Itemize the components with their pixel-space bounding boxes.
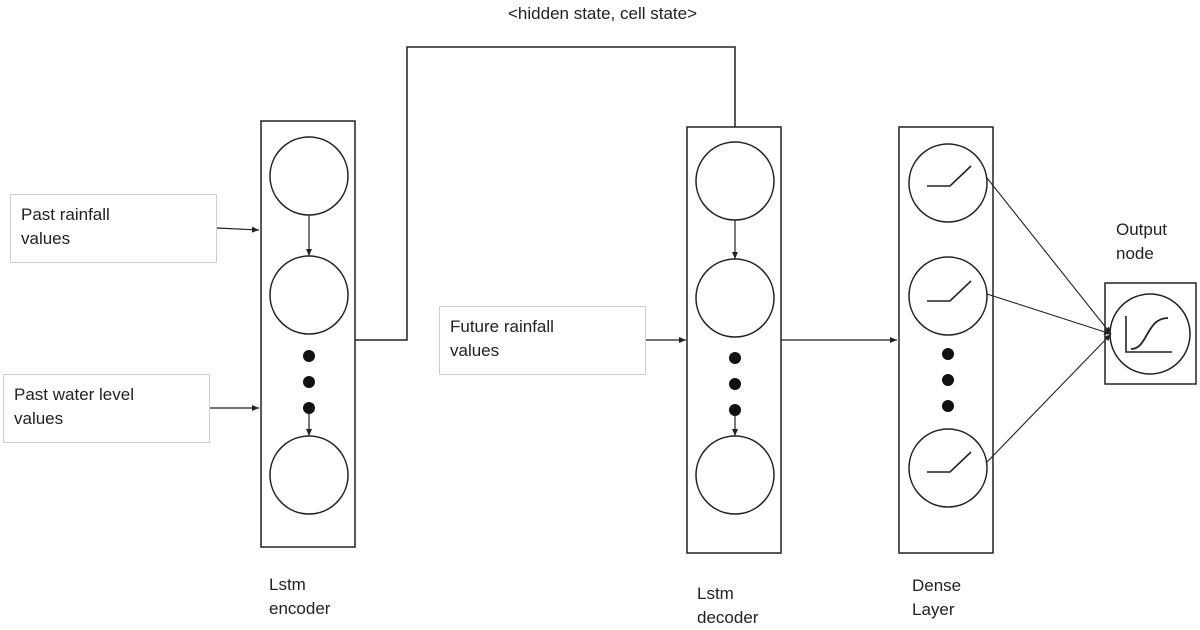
decoder-ellipsis-dot (729, 352, 741, 364)
decoder-ellipsis-dot (729, 378, 741, 390)
dense-neuron-2 (908, 256, 988, 336)
output-label: Output node (1116, 220, 1168, 263)
dense-neuron-1 (908, 143, 988, 223)
encoder-ellipsis-dot (303, 350, 315, 362)
decoder-cell-1 (695, 141, 775, 221)
dense-neuron-last (908, 428, 988, 508)
encoder-label: Lstm encoder (269, 575, 331, 618)
dense-to-output-arrow (986, 177, 1112, 335)
past-rainfall-box: Past rainfall values (10, 194, 217, 263)
dense-ellipsis-dot (942, 374, 954, 386)
past-rainfall-arrow (216, 226, 260, 233)
dense-to-output-arrow (986, 293, 1112, 335)
decoder-ellipsis-dot (729, 404, 741, 416)
sigmoid-icon (1130, 317, 1169, 350)
relu-icon (927, 451, 972, 473)
relu-icon (927, 165, 972, 187)
encoder-cell-2 (269, 255, 349, 335)
encoder-cell-last (269, 435, 349, 515)
encoder-ellipsis-dot (303, 402, 315, 414)
future-rainfall-box: Future rainfall values (439, 306, 646, 375)
past-water-level-box: Past water level values (3, 374, 210, 443)
decoder-cell-last (695, 435, 775, 515)
encoder-cell-1 (269, 136, 349, 216)
decoder-label: Lstm decoder (697, 584, 759, 627)
dense-to-output-arrow (986, 333, 1112, 463)
state-link-label: <hidden state, cell state> (508, 4, 698, 23)
sigmoid-axes-icon (1125, 316, 1172, 353)
decoder-cell-2 (695, 258, 775, 338)
dense-column (898, 126, 994, 554)
encoder-column (260, 120, 356, 548)
dense-label: Dense Layer (912, 576, 962, 619)
dense-ellipsis-dot (942, 348, 954, 360)
state-connector (355, 46, 736, 341)
relu-icon (927, 280, 972, 302)
dense-ellipsis-dot (942, 400, 954, 412)
output-neuron (1109, 293, 1191, 375)
encoder-ellipsis-dot (303, 376, 315, 388)
